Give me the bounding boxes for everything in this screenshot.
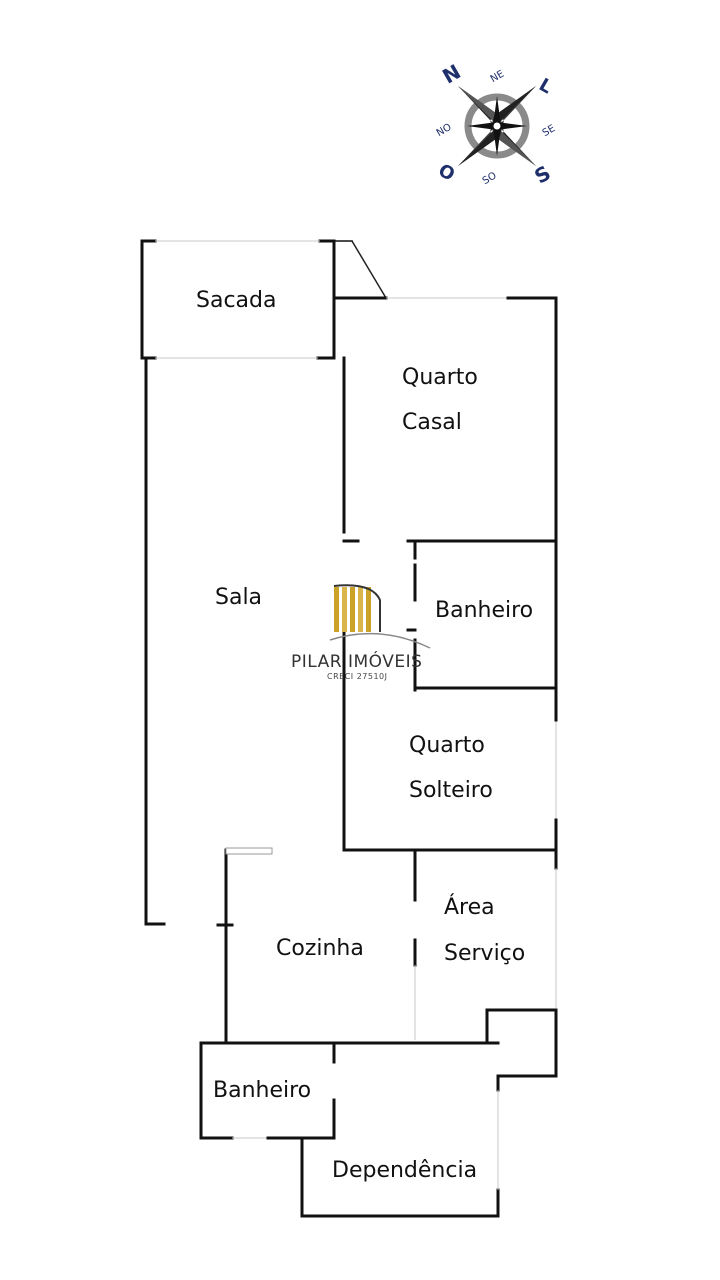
room-label-quarto-solteiro-line2: Solteiro bbox=[409, 778, 493, 803]
room-label-area-servico-line1: Área bbox=[444, 894, 495, 920]
room-label-sala: Sala bbox=[215, 585, 262, 610]
compass-southeast: SE bbox=[541, 123, 557, 139]
compass-northeast: NE bbox=[489, 69, 506, 85]
room-label-banheiro-dependencia: Banheiro bbox=[213, 1078, 311, 1103]
compass-east: L bbox=[535, 74, 555, 98]
walls bbox=[140, 239, 558, 1218]
compass-north: N bbox=[438, 59, 465, 88]
compass-northwest: NO bbox=[435, 122, 454, 139]
room-label-banheiro-suite: Banheiro bbox=[435, 598, 533, 623]
room-labels: Sacada Quarto Casal Sala Banheiro Quarto… bbox=[196, 288, 533, 1183]
compass-west: O bbox=[434, 160, 458, 186]
room-label-quarto-casal-line1: Quarto bbox=[402, 365, 478, 390]
watermark-creci: CRECI 27510J bbox=[327, 672, 388, 681]
room-label-quarto-solteiro-line1: Quarto bbox=[409, 733, 485, 758]
room-label-dependencia: Dependência bbox=[332, 1158, 477, 1183]
watermark-logo: PILAR IMÓVEIS CRECI 27510J bbox=[291, 584, 431, 681]
compass-south: S bbox=[530, 161, 554, 189]
room-label-sacada: Sacada bbox=[196, 288, 276, 313]
compass-rose: N L S O NE SE SO NO bbox=[434, 59, 557, 188]
room-label-area-servico-line2: Serviço bbox=[444, 941, 525, 966]
compass-southwest: SO bbox=[481, 170, 499, 187]
watermark-brand: PILAR IMÓVEIS bbox=[291, 650, 422, 672]
room-label-cozinha: Cozinha bbox=[276, 936, 364, 961]
room-label-quarto-casal-line2: Casal bbox=[402, 410, 462, 435]
